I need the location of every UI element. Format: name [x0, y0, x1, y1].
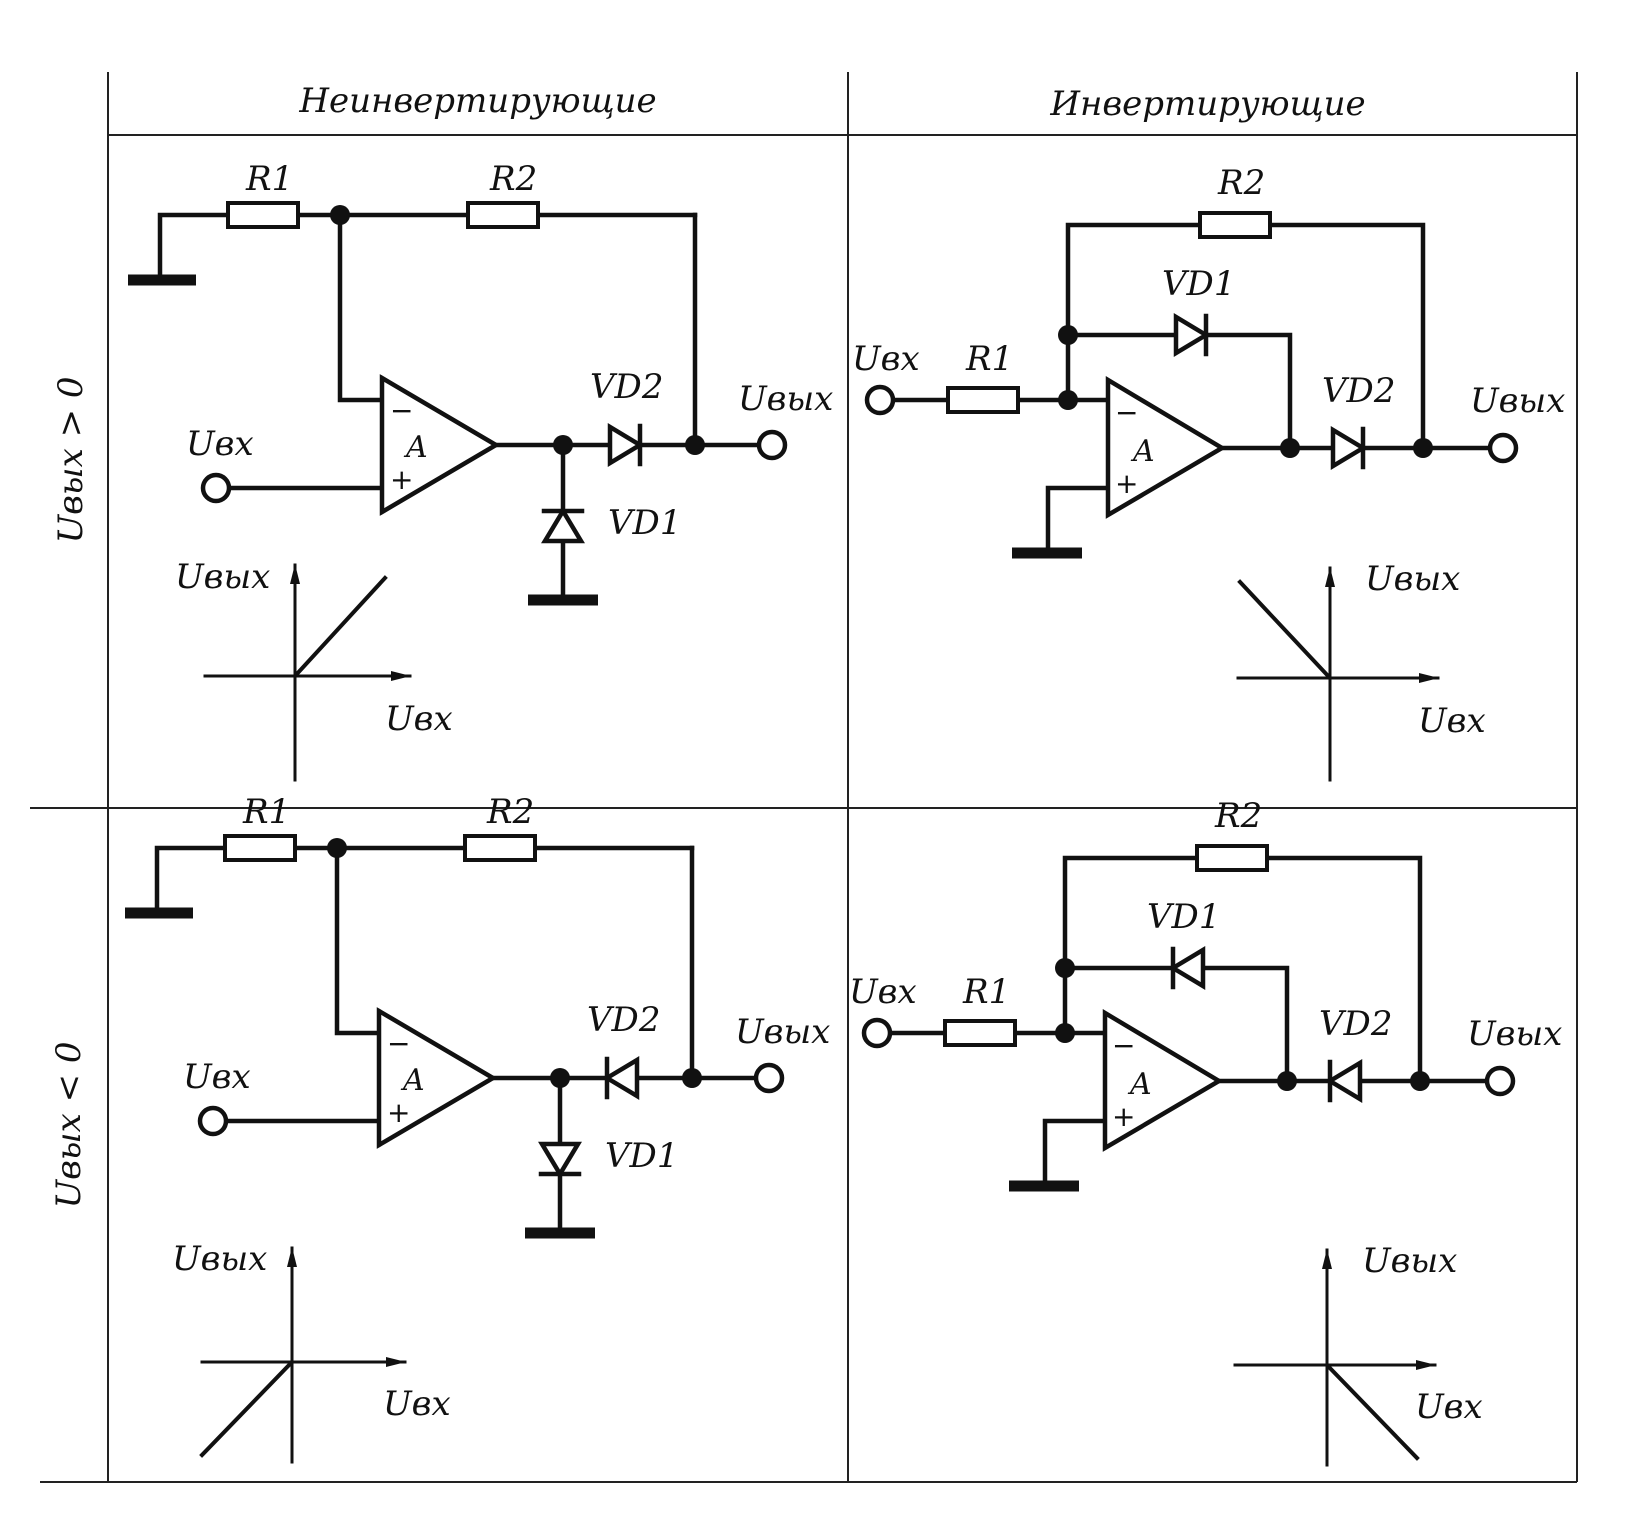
transfer-characteristic-graph: Uвых Uвх	[172, 1239, 451, 1464]
label-r1: R1	[245, 159, 293, 199]
label-r2: R2	[489, 159, 537, 199]
label-vd1: VD1	[1147, 897, 1220, 937]
diode-vd1	[541, 1144, 579, 1174]
label-u-in: Uвх	[849, 972, 917, 1012]
label-vd1: VD1	[1162, 264, 1235, 304]
label-r1: R1	[242, 792, 290, 832]
op-amp-plus: +	[390, 463, 413, 496]
op-amp-label: A	[1130, 434, 1155, 469]
graph-label-u-out: Uвых	[1365, 559, 1460, 599]
op-amp-minus: −	[390, 394, 413, 427]
diode-vd1	[1176, 316, 1206, 354]
diode-vd2	[610, 426, 640, 464]
diode-vd2	[1330, 1062, 1360, 1100]
graph-label-u-out: Uвых	[1362, 1241, 1457, 1281]
graph-label-u-in: Uвх	[1418, 701, 1486, 741]
label-u-in: Uвх	[183, 1057, 251, 1097]
label-vd1: VD1	[605, 1136, 678, 1176]
row-header-positive: Uвых > 0	[51, 376, 91, 543]
diode-vd1	[1173, 949, 1203, 987]
label-r1: R1	[962, 972, 1010, 1012]
column-header-inverting: Инвертирующие	[1049, 84, 1365, 124]
diode-vd2	[1333, 429, 1363, 467]
graph-label-u-out: Uвых	[175, 557, 270, 597]
op-amp-label: A	[403, 430, 428, 465]
graph-label-u-out: Uвых	[172, 1239, 267, 1279]
label-r1: R1	[965, 339, 1013, 379]
graph-label-u-in: Uвх	[383, 1384, 451, 1424]
label-r2: R2	[1214, 796, 1262, 836]
label-vd2: VD2	[1322, 371, 1395, 411]
table-grid	[30, 72, 1578, 1483]
graph-label-u-in: Uвх	[385, 699, 453, 739]
transfer-characteristic-graph: Uвых Uвх	[1233, 1241, 1483, 1467]
label-r2: R2	[1217, 163, 1265, 203]
transfer-characteristic-graph: Uвых Uвх	[1236, 559, 1486, 782]
circuit-noninverting-positive: R1 R2 VD2 VD1 Uвых Uвх − A +	[128, 159, 833, 600]
label-r2: R2	[486, 792, 534, 832]
row-header-negative: Uвых < 0	[49, 1041, 89, 1208]
op-amp-minus: −	[1112, 1029, 1135, 1062]
column-header-noninverting: Неинвертирующие	[298, 81, 656, 121]
label-vd1: VD1	[608, 503, 681, 543]
op-amp-label: A	[1127, 1067, 1152, 1102]
graph-label-u-in: Uвх	[1415, 1387, 1483, 1427]
op-amp-plus: +	[1112, 1100, 1135, 1133]
label-u-in: Uвх	[186, 424, 254, 464]
op-amp-minus: −	[387, 1027, 410, 1060]
label-vd2: VD2	[587, 1000, 660, 1040]
circuit-noninverting-negative: R1 R2 VD2 VD1 Uвых Uвх − A +	[125, 792, 830, 1233]
op-amp-minus: −	[1115, 396, 1138, 429]
label-u-in: Uвх	[852, 339, 920, 379]
label-u-out: Uвых	[1470, 381, 1565, 421]
label-u-out: Uвых	[1467, 1014, 1562, 1054]
label-u-out: Uвых	[735, 1012, 830, 1052]
diode-vd1	[544, 511, 582, 541]
op-amp-plus: +	[387, 1096, 410, 1129]
label-vd2: VD2	[1319, 1004, 1392, 1044]
diode-vd2	[607, 1059, 637, 1097]
transfer-characteristic-graph: Uвых Uвх	[175, 557, 453, 782]
label-vd2: VD2	[590, 367, 663, 407]
op-amp-label: A	[400, 1063, 425, 1098]
label-u-out: Uвых	[738, 379, 833, 419]
circuit-inverting-negative: R2 VD1 Uвх R1 VD2 Uвых − A +	[849, 796, 1562, 1186]
op-amp-plus: +	[1115, 467, 1138, 500]
circuit-inverting-positive: R2 VD1 Uвх R1 VD2 Uвых − A +	[852, 163, 1565, 553]
